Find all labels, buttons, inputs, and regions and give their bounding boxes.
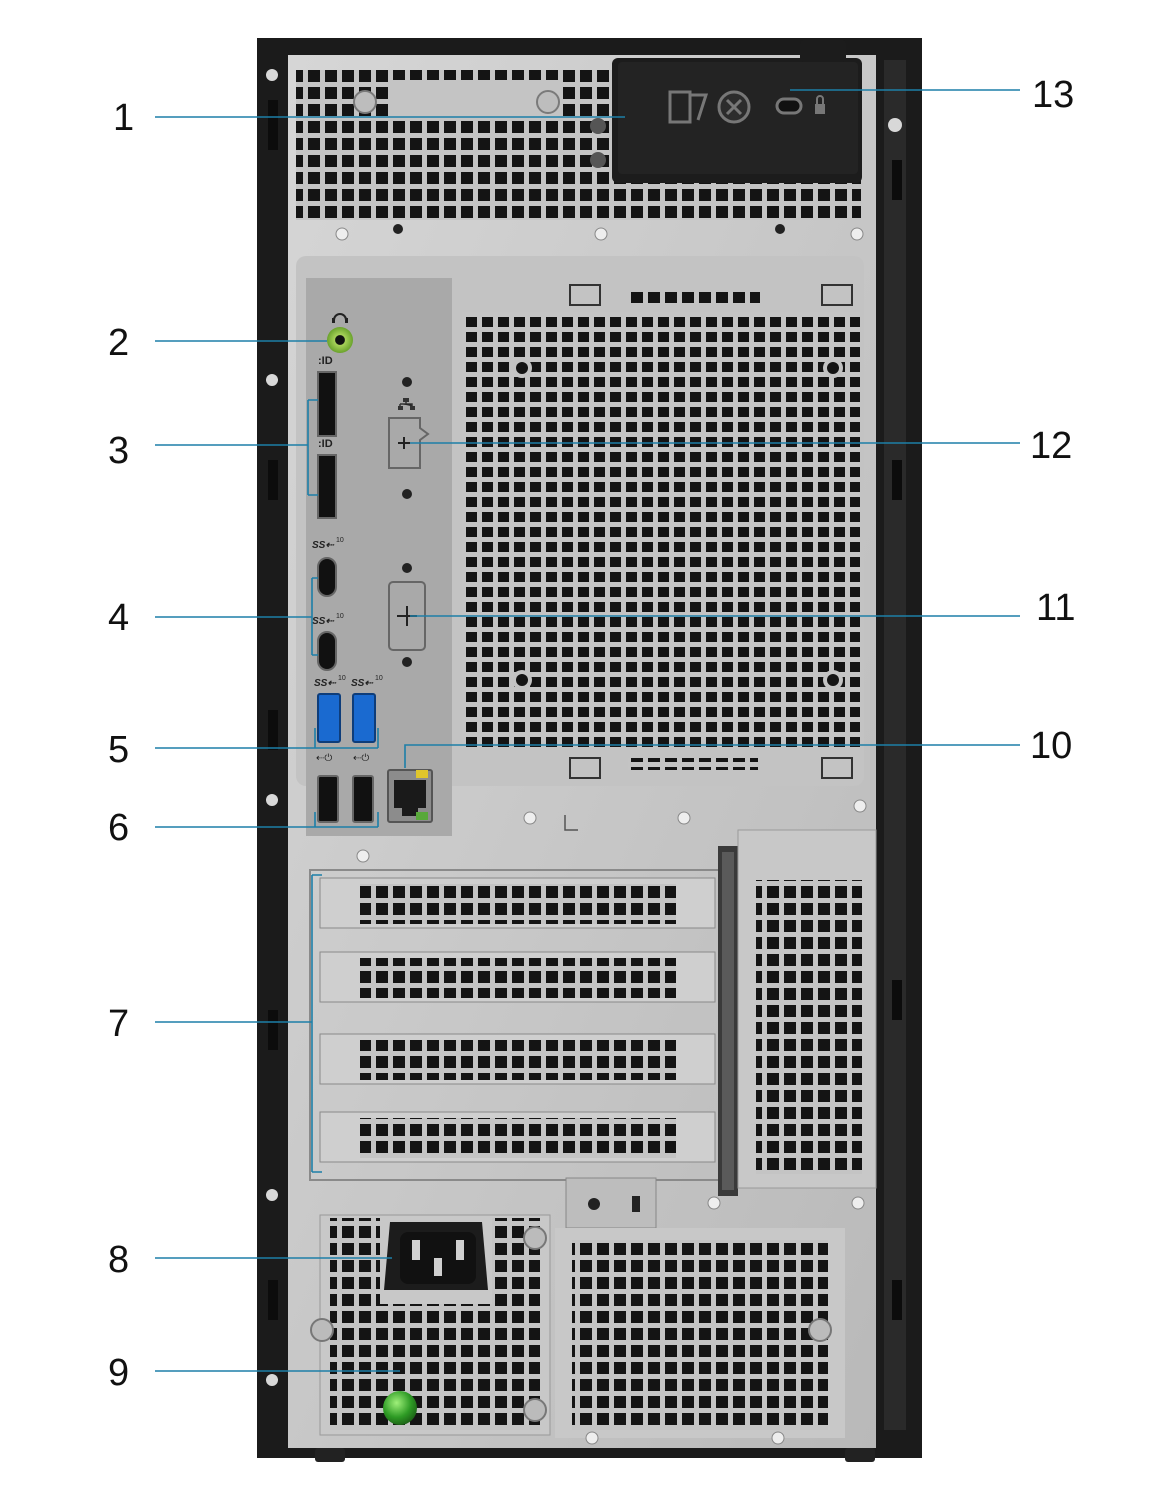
lock-icon [815, 95, 825, 114]
io-shield: :ID :ID SS⇠ 10 SS⇠ 10 SS⇠ 10 SS⇠ 10 ⇠⏻ ⇠… [306, 278, 452, 836]
usb-a-port-2 [352, 775, 374, 823]
svg-text:SS⇠: SS⇠ [312, 540, 334, 551]
callout-13: 13 [1032, 74, 1074, 116]
callout-9: 9 [108, 1352, 129, 1394]
svg-text:10: 10 [336, 613, 344, 620]
expansion-slots [309, 846, 738, 1196]
audio-jack [327, 327, 353, 353]
usb-a-blue-port-1 [317, 693, 341, 743]
power-icon: ⇠⏻ ⇠⏻ [316, 753, 369, 764]
callout-line-4 [155, 577, 318, 656]
svg-text:10: 10 [336, 537, 344, 544]
callout-line-10 [404, 744, 1020, 768]
callout-4: 4 [108, 597, 129, 639]
svg-text:SS⇠: SS⇠ [314, 678, 336, 689]
svg-text::ID: :ID [318, 355, 333, 367]
callout-12: 12 [1030, 425, 1072, 467]
callout-11: 11 [1036, 587, 1075, 629]
displayport-icon: :ID :ID [318, 355, 333, 450]
top-vent [296, 70, 861, 220]
callout-line-6 [155, 812, 379, 828]
side-vent [737, 829, 877, 1189]
svg-text:SS⇠: SS⇠ [351, 678, 373, 689]
svg-text:10: 10 [338, 675, 346, 682]
optional-network-knockout [388, 417, 430, 469]
callout-3: 3 [108, 430, 129, 472]
bottom-vent [555, 1228, 845, 1445]
network-icon [398, 398, 415, 410]
usb-a-port-1 [317, 775, 339, 823]
svg-text:10: 10 [375, 675, 383, 682]
callout-line-3 [155, 399, 318, 496]
callout-2: 2 [108, 322, 129, 364]
callout-10: 10 [1030, 725, 1072, 767]
kensington-icon [668, 90, 709, 124]
svg-text:⇠⏻: ⇠⏻ [316, 753, 332, 764]
padlock-module [612, 40, 862, 183]
psu-diagnostic-button [383, 1391, 417, 1425]
displayport-2 [317, 454, 337, 519]
svg-text:⇠⏻: ⇠⏻ [353, 753, 369, 764]
power-supply [310, 1214, 551, 1436]
callout-lines [155, 89, 1020, 1372]
security-slot [775, 97, 803, 115]
callout-8: 8 [108, 1239, 129, 1281]
headphone-icon [332, 313, 348, 323]
callout-7: 7 [108, 1003, 129, 1045]
usb-a-blue-port-2 [352, 693, 376, 743]
displayport-1 [317, 371, 337, 437]
callout-6: 6 [108, 807, 129, 849]
callout-1: 1 [113, 97, 134, 139]
superspeed-usb-icon: SS⇠ 10 SS⇠ 10 [312, 537, 344, 627]
usb-c-port-1 [317, 557, 337, 597]
callout-line-7 [155, 874, 322, 1173]
callout-5: 5 [108, 729, 129, 771]
svg-text::ID: :ID [318, 438, 333, 450]
usb-c-port-2 [317, 631, 337, 671]
svg-text:SS⇠: SS⇠ [312, 616, 334, 627]
callout-line-5 [155, 728, 379, 749]
callout-numbers: 1 2 3 4 5 6 7 8 9 10 11 12 13 [108, 74, 1075, 1394]
